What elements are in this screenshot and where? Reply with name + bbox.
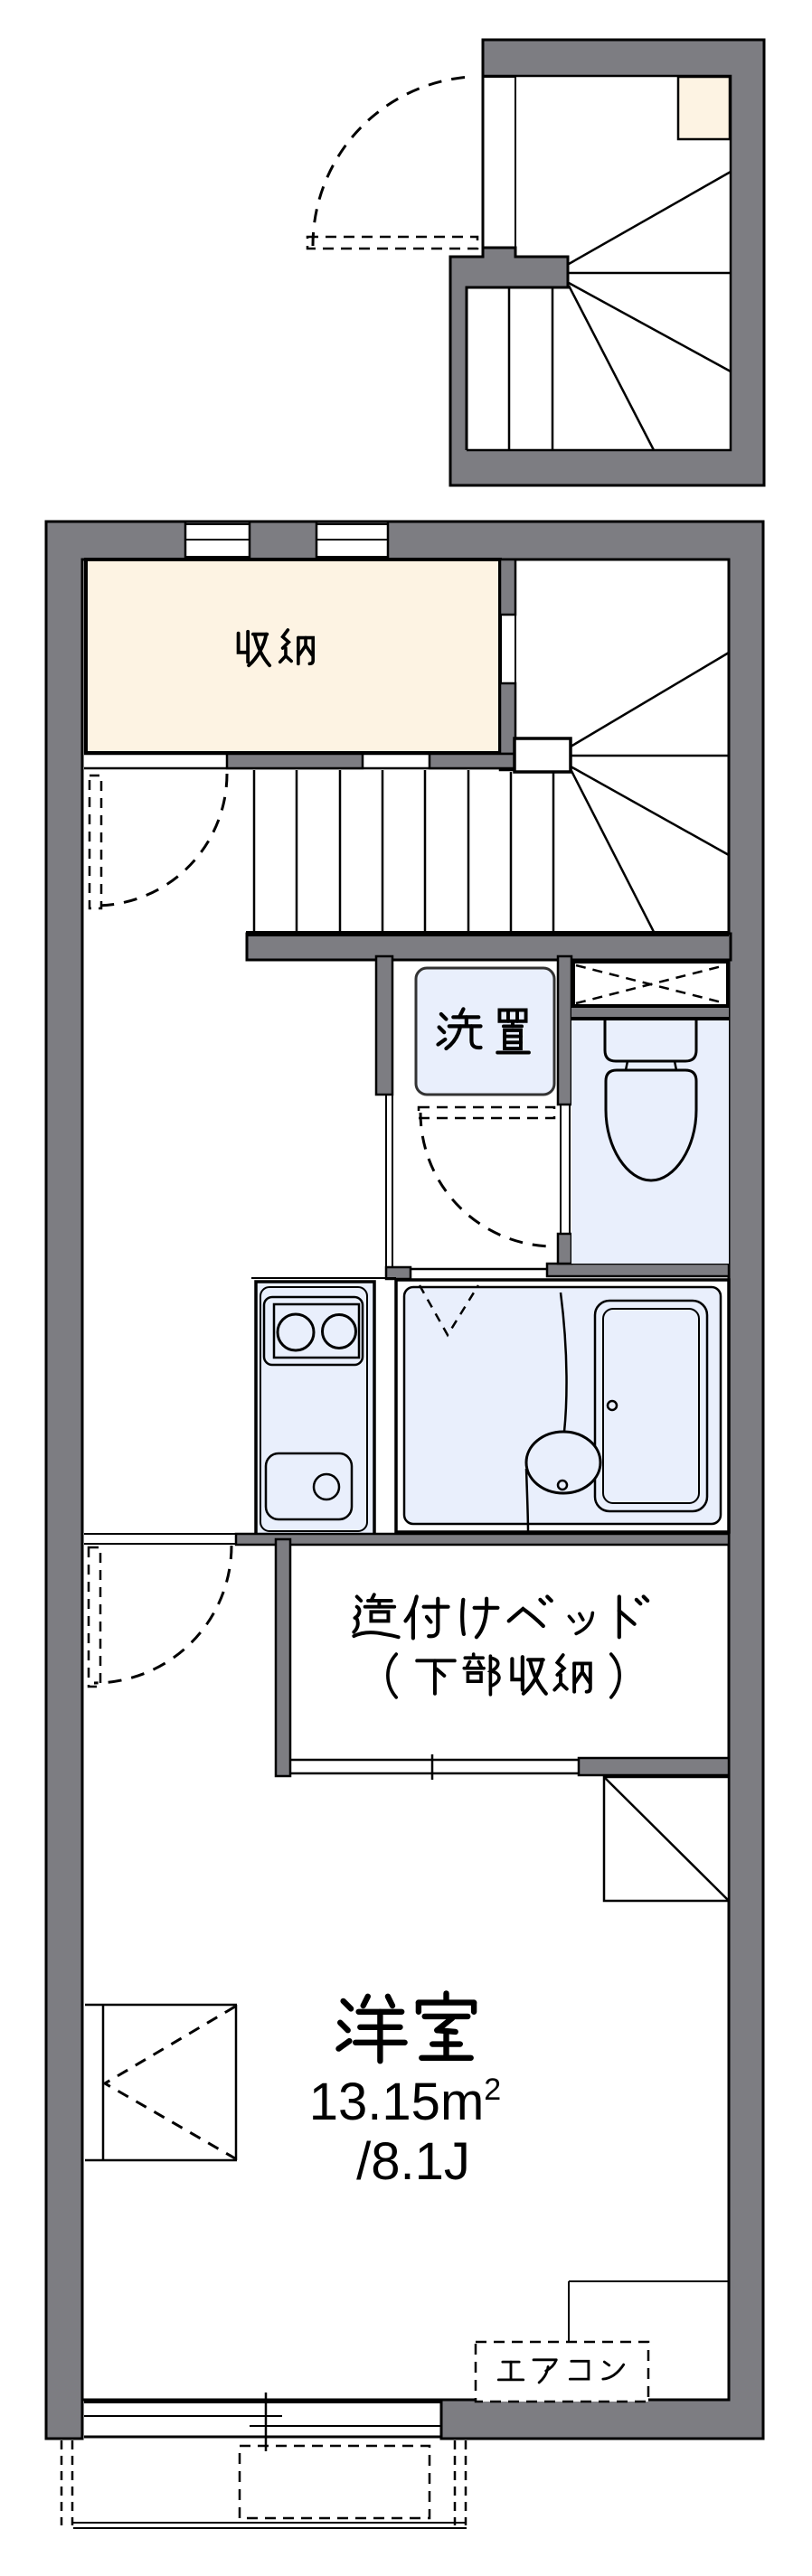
- svg-text:/8.1J: /8.1J: [356, 2132, 470, 2191]
- svg-text:13.15m2: 13.15m2: [309, 2073, 501, 2131]
